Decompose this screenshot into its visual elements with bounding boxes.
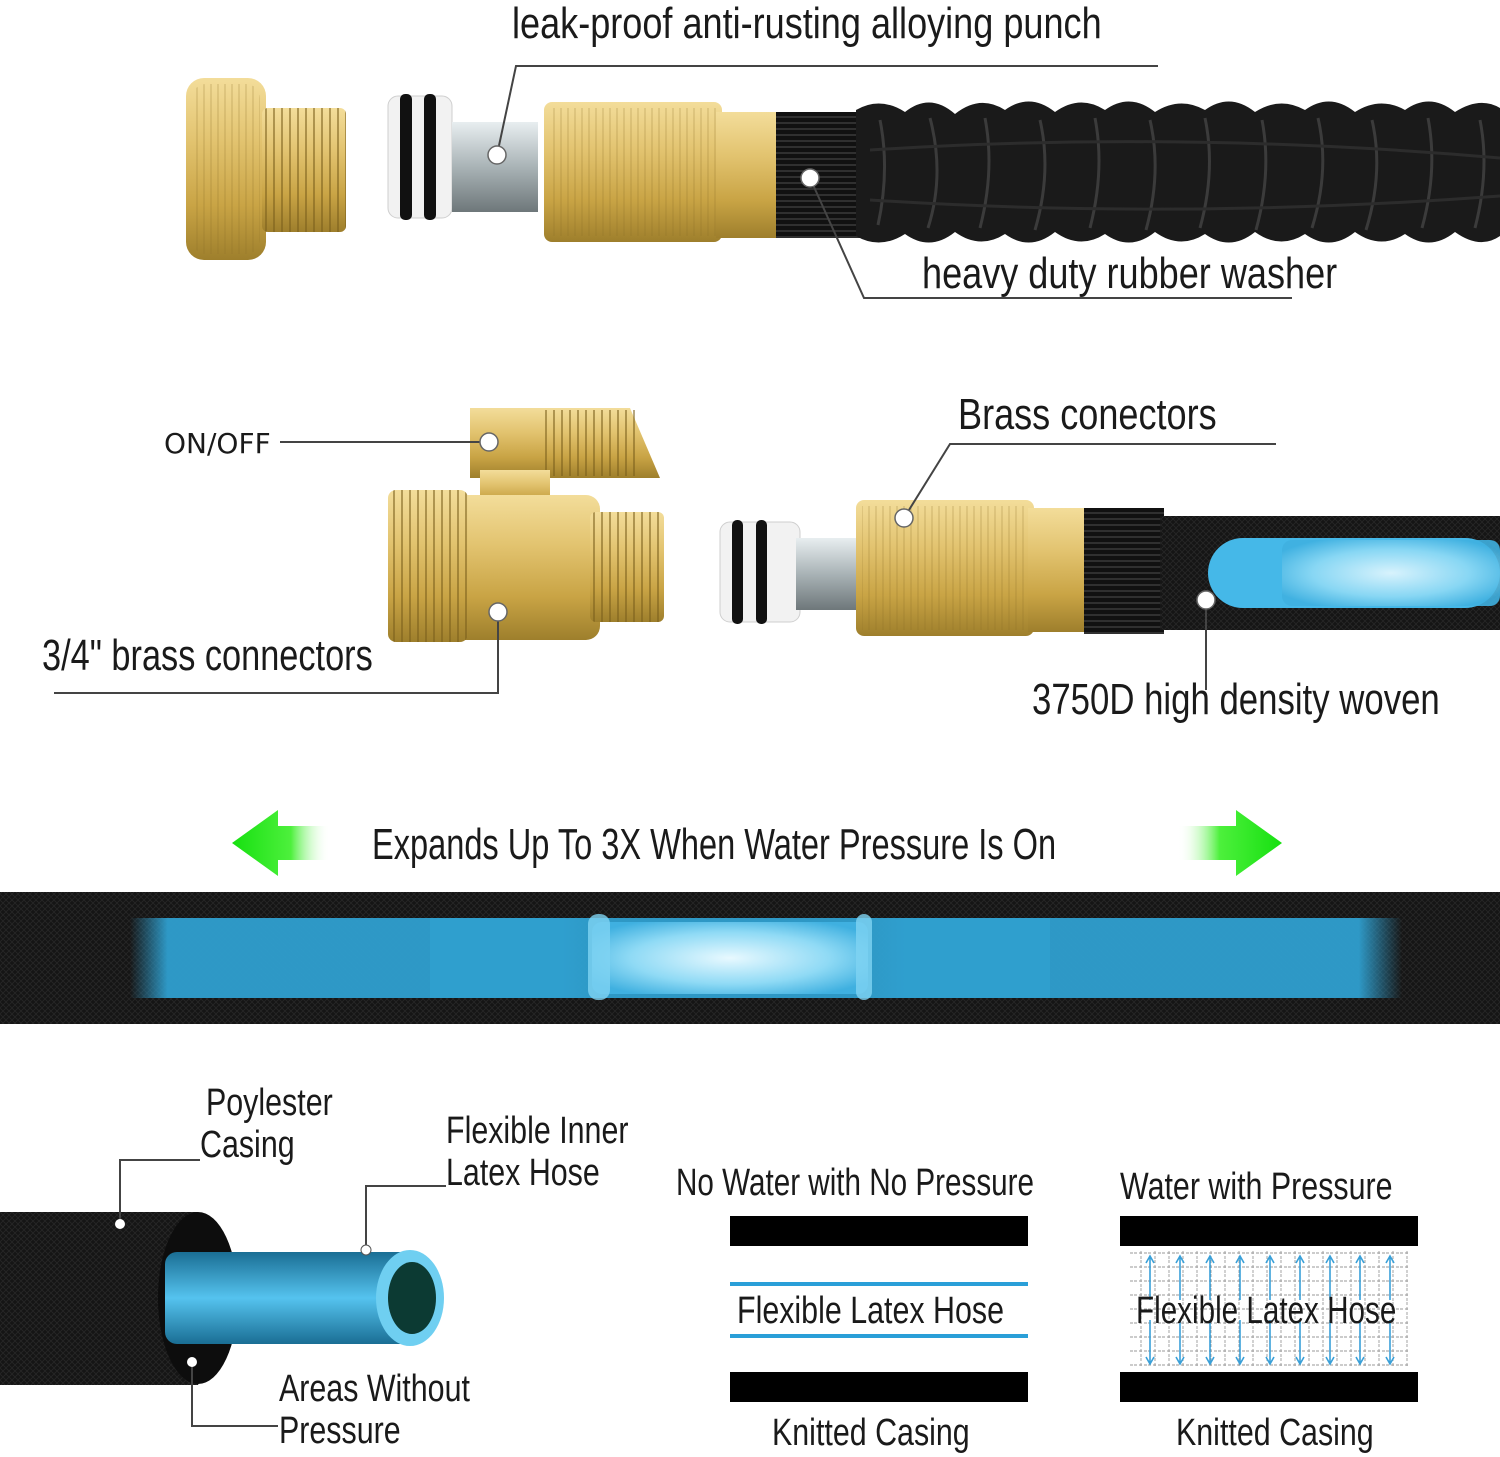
pressure-arrow-up [1265, 1254, 1275, 1300]
shutoff-valve [388, 408, 664, 642]
washer-dot [800, 168, 820, 188]
pressure-arrows [1145, 1254, 1395, 1366]
steel-punch-2 [796, 538, 860, 610]
water-title: Water with Pressure [1120, 1166, 1393, 1208]
pressure-arrow-down [1265, 1320, 1275, 1366]
inner-hose-label-line2: Latex Hose [446, 1152, 600, 1194]
pressure-arrow-row [1145, 1254, 1395, 1366]
water-casing-top [1120, 1216, 1418, 1246]
white-seal [387, 95, 453, 219]
pressure-arrow-down [1295, 1320, 1305, 1366]
pressure-arrow-down [1325, 1320, 1335, 1366]
leak-proof-leader [496, 65, 1158, 156]
pressure-arrow-up [1145, 1254, 1155, 1300]
brass-connectors-top-label: Brass conectors [958, 390, 1217, 439]
inner-latex-hose [1282, 540, 1500, 606]
water-latex-label: Flexible Latex Hose [1136, 1290, 1397, 1332]
brass-top-dot [894, 508, 914, 528]
areas-without-label-line2: Pressure [279, 1410, 401, 1452]
water-window [592, 922, 868, 994]
brass-sleeve-2-knurl [862, 506, 1028, 630]
o-ring-2 [424, 94, 436, 220]
no-water-casing-bottom [730, 1372, 1028, 1402]
brass-sleeve-knurl [550, 108, 716, 236]
valve-outlet-thread-lines [590, 512, 664, 622]
leak-proof-dot [487, 145, 507, 165]
top-connector-assembly [186, 78, 1500, 260]
polyester-casing-label-line1: Poylester [206, 1082, 333, 1124]
pressure-arrow-down [1145, 1320, 1155, 1366]
latex-tube-bore [388, 1262, 436, 1334]
expands-label: Expands Up To 3X When Water Pressure Is … [372, 820, 1057, 869]
green-left-arrow-icon [232, 810, 330, 876]
o-ring-4 [756, 520, 767, 624]
no-water-casing-top [730, 1216, 1028, 1246]
pressure-arrow-up [1295, 1254, 1305, 1300]
male-thread-lines [262, 108, 346, 232]
inner-hose-label-line1: Flexible Inner [446, 1110, 629, 1152]
wrinkled-black-hose [856, 101, 1500, 243]
on-off-label: ON/OFF [164, 427, 271, 460]
washer-leader [809, 177, 1292, 299]
pressure-arrow-down [1385, 1320, 1395, 1366]
bottom-leader-lines [119, 1159, 446, 1427]
pressure-arrow-down [1205, 1320, 1215, 1366]
no-water-latex-top [730, 1282, 1028, 1286]
flat-hose-assembly [719, 500, 1500, 636]
water-casing-label: Knitted Casing [1176, 1412, 1374, 1454]
pressure-arrow-up [1325, 1254, 1335, 1300]
brass-collar-2 [1028, 508, 1088, 632]
valve-inlet-thread-lines [388, 490, 468, 642]
pressure-arrow-down [1235, 1320, 1245, 1366]
brass-34-leader [54, 612, 499, 694]
brass-collar [716, 112, 780, 238]
no-water-latex-bottom [730, 1334, 1028, 1338]
inner-hose-dot [360, 1244, 372, 1256]
o-ring-1 [400, 94, 412, 220]
on-off-dot [479, 432, 499, 452]
pressure-arrow-down [1175, 1320, 1185, 1366]
polyester-casing-label-line2: Casing [200, 1124, 295, 1166]
rubber-washer-label: heavy duty rubber washer [922, 249, 1338, 298]
top-leader-lines [496, 65, 1292, 299]
woven-dot [1196, 590, 1216, 610]
pressure-arrow-up [1205, 1254, 1215, 1300]
green-right-arrow-icon [1178, 810, 1282, 876]
pressure-arrow-up [1355, 1254, 1365, 1300]
no-water-diagram [730, 1216, 1028, 1402]
water-window-edge-left [588, 914, 610, 1000]
areas-leader [191, 1362, 278, 1427]
steel-punch [452, 122, 538, 212]
pressure-arrow-up [1235, 1254, 1245, 1300]
valve-handle-knurl [540, 410, 640, 476]
areas-dot [187, 1357, 197, 1367]
middle-leader-lines [54, 441, 1276, 694]
inner-latex-tube [165, 1252, 413, 1344]
hose-cross-section [0, 1212, 444, 1385]
no-water-latex-label: Flexible Latex Hose [737, 1290, 1004, 1332]
pressure-arrow-up [1385, 1254, 1395, 1300]
casing-dot [115, 1219, 125, 1229]
water-window-edge-right [856, 914, 872, 1000]
casing-leader [119, 1159, 200, 1224]
rubber-washer-2 [1084, 508, 1164, 634]
expanded-hose-cutaway [0, 892, 1500, 1024]
o-ring-3 [732, 520, 743, 624]
no-water-casing-label: Knitted Casing [772, 1412, 970, 1454]
brass-top-leader [903, 443, 1276, 519]
female-nut-knurl [192, 84, 260, 254]
inner-hose-leader [365, 1185, 446, 1250]
water-diagram [1120, 1216, 1418, 1402]
brass-connectors-34-label: 3/4" brass connectors [42, 631, 373, 680]
brass-34-dot [488, 602, 508, 622]
areas-without-label-line1: Areas Without [279, 1368, 470, 1410]
leak-proof-label: leak-proof anti-rusting alloying punch [512, 0, 1102, 48]
water-casing-bottom [1120, 1372, 1418, 1402]
pressure-arrow-down [1355, 1320, 1365, 1366]
woven-label: 3750D high density woven [1032, 675, 1440, 724]
pressure-arrow-up [1175, 1254, 1185, 1300]
no-water-title: No Water with No Pressure [676, 1162, 1034, 1204]
hose-wrinkles [869, 117, 1500, 231]
